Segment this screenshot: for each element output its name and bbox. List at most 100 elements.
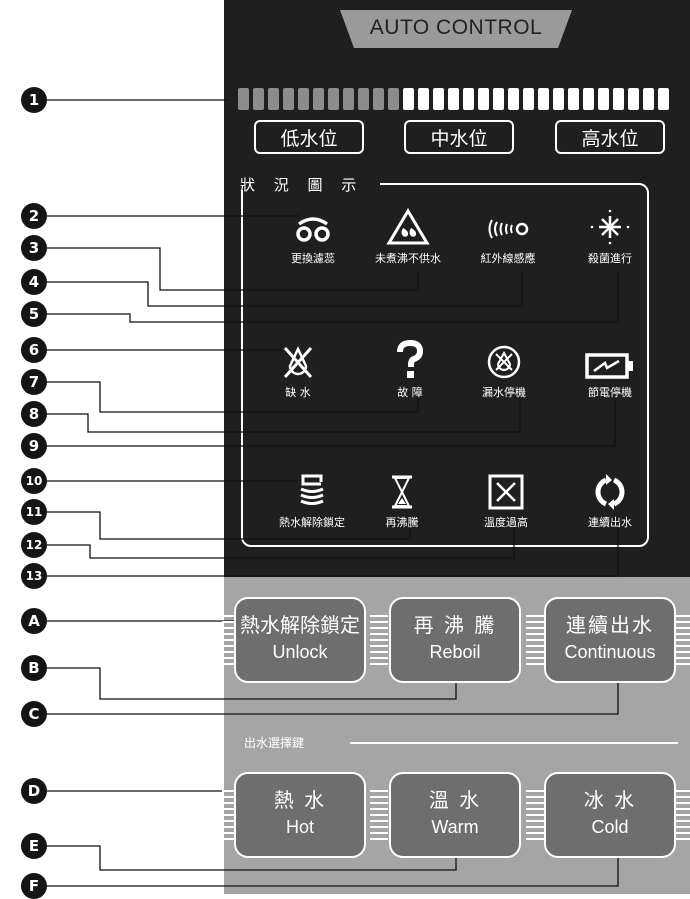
level-segment: [508, 88, 519, 110]
title-tab: AUTO CONTROL: [340, 10, 572, 48]
key-hatch: [526, 790, 544, 840]
title-tab-shape: [340, 10, 572, 48]
callout-b: B: [21, 655, 47, 681]
callout-d: D: [21, 778, 47, 804]
status-hot-unlock: 熱水解除鎖定: [262, 470, 362, 530]
status-power-save: 節電停機: [560, 340, 660, 400]
callout-3: 3: [21, 235, 47, 261]
sterilize-icon: [590, 209, 630, 245]
callout-8: 8: [21, 401, 47, 427]
level-segment: [598, 88, 609, 110]
level-low: 低水位: [254, 120, 364, 154]
battery-icon: [585, 353, 633, 379]
key-label-cn: 再 沸 騰: [413, 613, 497, 637]
level-segment: [613, 88, 624, 110]
reboil-button[interactable]: 再 沸 騰 Reboil: [389, 597, 521, 683]
key-label-en: Reboil: [429, 642, 481, 662]
water-select-divider: [350, 742, 678, 744]
status-fault: 故 障: [360, 340, 460, 400]
level-segment: [388, 88, 399, 110]
level-segment: [658, 88, 669, 110]
status-label: 殺菌進行: [588, 252, 632, 265]
level-segment: [553, 88, 564, 110]
callout-5: 5: [21, 301, 47, 327]
callout-12: 12: [21, 532, 47, 558]
status-label: 漏水停機: [482, 386, 526, 399]
callout-10: 10: [21, 468, 47, 494]
level-segment: [268, 88, 279, 110]
warm-water-button[interactable]: 溫 水 Warm: [389, 772, 521, 858]
level-segment: [493, 88, 504, 110]
callout-2: 2: [21, 203, 47, 229]
status-label: 未煮沸不供水: [375, 252, 441, 265]
status-label: 更換濾蕊: [291, 252, 335, 265]
status-heading: 狀 況 圖 示: [240, 176, 364, 194]
callout-13: 13: [21, 563, 47, 589]
no-water-icon: [283, 346, 313, 379]
cold-water-button[interactable]: 冰 水 Cold: [544, 772, 676, 858]
level-segment: [343, 88, 354, 110]
level-segment: [433, 88, 444, 110]
key-label-en: Continuous: [564, 642, 656, 662]
key-hatch: [370, 790, 388, 840]
level-segment: [523, 88, 534, 110]
unlock-button[interactable]: 熱水解除鎖定 Unlock: [234, 597, 366, 683]
key-hatch: [672, 790, 690, 840]
warning-triangle-icon: [386, 208, 430, 245]
status-label: 再沸騰: [385, 516, 419, 529]
level-segment: [373, 88, 384, 110]
level-mid: 中水位: [404, 120, 514, 154]
callout-7: 7: [21, 369, 47, 395]
callout-e: E: [21, 833, 47, 859]
level-high: 高水位: [555, 120, 665, 154]
key-label-en: Cold: [591, 817, 629, 837]
leak-icon: [487, 345, 521, 379]
water-select-label: 出水選擇鍵: [244, 736, 305, 750]
level-segment: [328, 88, 339, 110]
callout-c: C: [21, 701, 47, 727]
callout-f: F: [21, 873, 47, 899]
key-label-en: Hot: [285, 817, 314, 837]
callout-a: A: [21, 608, 47, 634]
box-x-icon: [488, 474, 524, 510]
level-segment: [478, 88, 489, 110]
status-continuous: 連續出水: [560, 470, 660, 530]
status-label: 節電停機: [588, 386, 632, 399]
level-segment: [448, 88, 459, 110]
status-label: 熱水解除鎖定: [279, 516, 345, 529]
status-no-boil: 未煮沸不供水: [358, 206, 458, 266]
key-label-cn: 冰 水: [583, 788, 637, 812]
callout-11: 11: [21, 499, 47, 525]
level-segment: [313, 88, 324, 110]
callout-9: 9: [21, 433, 47, 459]
callout-1: 1: [21, 87, 47, 113]
level-segment: [283, 88, 294, 110]
level-segment: [253, 88, 264, 110]
key-label-cn: 熱 水: [273, 788, 327, 812]
status-label: 故 障: [397, 386, 423, 399]
infrared-icon: [488, 219, 529, 239]
status-sterilize: 殺菌進行: [560, 206, 660, 266]
status-label: 缺 水: [285, 386, 311, 399]
status-filter: 更換濾蕊: [263, 206, 363, 266]
level-segment: [628, 88, 639, 110]
status-frame: [241, 183, 649, 547]
panel-title: AUTO CONTROL: [369, 16, 543, 39]
key-label-en: Warm: [431, 817, 479, 837]
status-no-water: 缺 水: [248, 340, 348, 400]
level-segment: [568, 88, 579, 110]
callout-6: 6: [21, 337, 47, 363]
level-segment: [583, 88, 594, 110]
refresh-icon: [595, 474, 625, 510]
key-label-cn: 溫 水: [428, 788, 482, 812]
hot-water-button[interactable]: 熱 水 Hot: [234, 772, 366, 858]
question-icon: [397, 340, 424, 378]
continuous-button[interactable]: 連續出水 Continuous: [544, 597, 676, 683]
level-segment: [238, 88, 249, 110]
status-label: 溫度過高: [484, 516, 528, 529]
status-heading-backdrop: [238, 178, 380, 190]
level-segment: [643, 88, 654, 110]
status-over-temp: 溫度過高: [456, 470, 556, 530]
key-label-cn: 熱水解除鎖定: [240, 613, 360, 637]
